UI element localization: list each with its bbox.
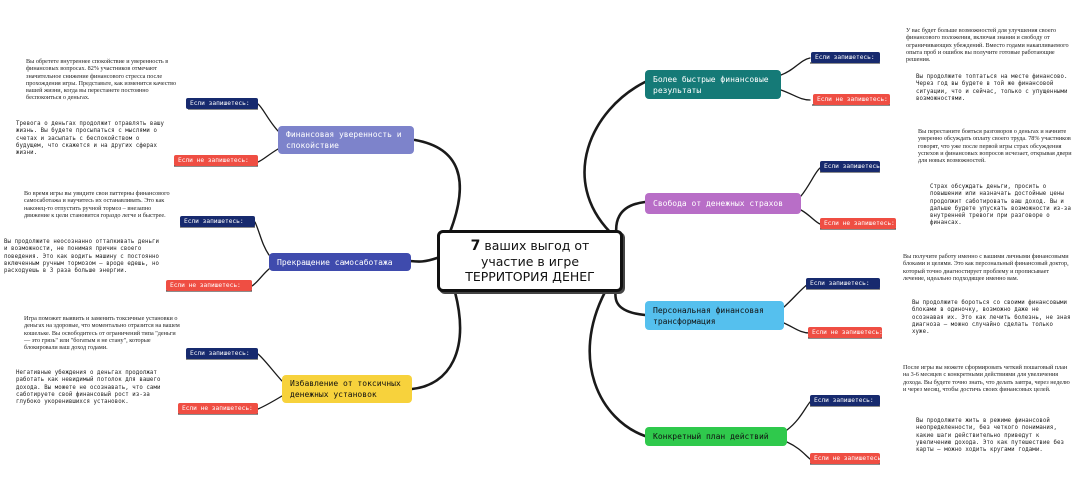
center-line-2: участие в игре: [480, 254, 580, 269]
tag-if-invest: Если запишетесь:: [186, 98, 258, 109]
center-line-3: ТЕРРИТОРИЯ ДЕНЕГ: [465, 269, 595, 284]
topic-financial-confidence: Финансовая уверенность и спокойствие: [278, 126, 414, 154]
note-invest: Вы получите работу именно с вашими личны…: [903, 253, 1069, 282]
tag-if-not: Если не запишетесь:: [178, 403, 258, 414]
tag-if-invest: Если запишетесь:: [820, 161, 884, 172]
note-invest: Вы перестаните бояться разговоров о день…: [918, 128, 1072, 165]
note-invest: Игра поможет выявить и заменить токсичны…: [24, 315, 180, 352]
note-not: Вы продолжите топтаться на месте финансо…: [916, 74, 1068, 102]
connector-right-4: [588, 290, 647, 438]
topic-faster-results: Более быстрые финансовые результаты: [645, 70, 781, 99]
tag-if-not: Если не запишетесь:: [174, 155, 258, 166]
note-not: Вы продолжите неосознанно отталкивать де…: [4, 239, 160, 275]
topic-personal-transformation: Персональная финансовая трансформация: [645, 301, 784, 330]
tag-if-invest: Если запишетесь:: [186, 348, 258, 359]
tag-if-not: Если не запишетесь:: [813, 94, 890, 105]
topic-toxic-money-beliefs: Избавление от токсичных денежных установ…: [282, 375, 412, 403]
note-not: Тревога о деньгах продолжит отравлять ва…: [16, 121, 165, 157]
center-line-1: ваших выгод от: [484, 238, 590, 253]
note-not: Вы продолжите жить в режиме финансовой н…: [916, 418, 1065, 454]
tag-if-not: Если не запишетесь:: [808, 327, 883, 338]
note-invest: Во время игры вы увидите свои паттерны ф…: [24, 190, 170, 219]
tag-if-not: Если не запишетесь:: [810, 453, 885, 464]
topic-freedom-from-fears: Свобода от денежных страхов: [645, 193, 801, 214]
connector-left-2: [408, 256, 439, 263]
center-number: 7: [470, 238, 481, 254]
tag-if-not: Если не запишетесь:: [166, 280, 252, 291]
note-invest: У вас будет больше возможностей для улуч…: [906, 27, 1069, 64]
note-invest: Вы обретете внутреннее спокойствие и уве…: [26, 58, 177, 102]
note-invest: После игры вы можете сформировать четкий…: [903, 364, 1070, 393]
topic-stop-self-sabotage: Прекращение самосаботажа: [269, 253, 411, 271]
tag-if-invest: Если запишетесь:: [810, 395, 880, 406]
connector-right-1: [583, 80, 647, 234]
topic-action-plan: Конкретный план действий: [645, 427, 787, 446]
tag-if-invest: Если запишетесь:: [180, 216, 255, 227]
note-not: Вы продолжите бороться со своими финансо…: [912, 300, 1071, 336]
central-topic: 7 ваших выгод от участие в игре ТЕРРИТОР…: [437, 230, 623, 292]
connector-left-1: [413, 138, 462, 234]
tag-if-not: Если не запишетесь:: [820, 218, 896, 229]
note-not: Страх обсуждать деньги, просить о повыше…: [930, 184, 1071, 227]
connector-left-3: [410, 290, 462, 391]
note-not: Негативные убеждения о деньгах продолжат…: [16, 370, 161, 406]
tag-if-invest: Если запишетесь:: [811, 52, 880, 63]
tag-if-invest: Если запишетесь:: [806, 278, 880, 289]
